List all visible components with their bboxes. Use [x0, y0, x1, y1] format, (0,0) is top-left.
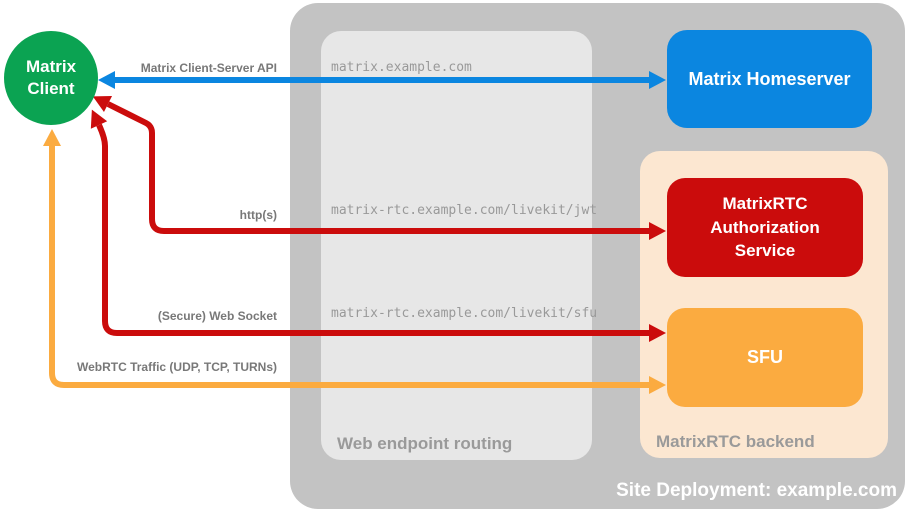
matrixrtc-authorization-service-label: MatrixRTC Authorization Service [710, 193, 820, 261]
arrowhead-right-icon [649, 71, 666, 89]
matrix-client-node: Matrix Client [4, 31, 98, 125]
client-server-api-label: Matrix Client-Server API [140, 61, 277, 75]
webrtc-traffic-arrow [43, 129, 666, 394]
web-endpoint-routing-caption: Web endpoint routing [337, 434, 513, 453]
secure-web-socket-label: (Secure) Web Socket [157, 309, 277, 323]
sfu-label: SFU [747, 347, 783, 367]
https-label: http(s) [239, 208, 277, 222]
secure-web-socket-arrow [90, 109, 666, 342]
endpoint-livekit-jwt: matrix-rtc.example.com/livekit/jwt [331, 203, 598, 218]
arrowhead-left-icon [98, 71, 115, 89]
site-deployment-caption: Site Deployment: example.com [616, 480, 897, 501]
arrowhead-left-icon [92, 95, 113, 113]
matrix-client-label-line2: Client [27, 79, 75, 98]
arrowhead-right-icon [649, 222, 666, 240]
https-arrow [92, 95, 666, 240]
matrix-homeserver-label: Matrix Homeserver [688, 68, 851, 89]
matrixrtc-backend-caption: MatrixRTC backend [656, 432, 815, 451]
client-server-api-arrow [98, 71, 666, 89]
endpoint-livekit-sfu: matrix-rtc.example.com/livekit/sfu [331, 306, 598, 321]
matrixrtc-authorization-service-node: MatrixRTC Authorization Service [667, 178, 863, 277]
matrix-homeserver-node: Matrix Homeserver [667, 30, 872, 128]
web-endpoint-routing-panel: Web endpoint routing [321, 31, 592, 460]
webrtc-traffic-label: WebRTC Traffic (UDP, TCP, TURNs) [76, 360, 277, 374]
arrowhead-left-icon [90, 109, 108, 129]
arrowhead-right-icon [649, 376, 666, 394]
sfu-node: SFU [667, 308, 863, 407]
matrix-client-label-line1: Matrix [25, 56, 77, 76]
endpoint-matrix-domain: matrix.example.com [331, 60, 472, 75]
arrowhead-up-icon [43, 129, 61, 146]
arrowhead-right-icon [649, 324, 666, 342]
